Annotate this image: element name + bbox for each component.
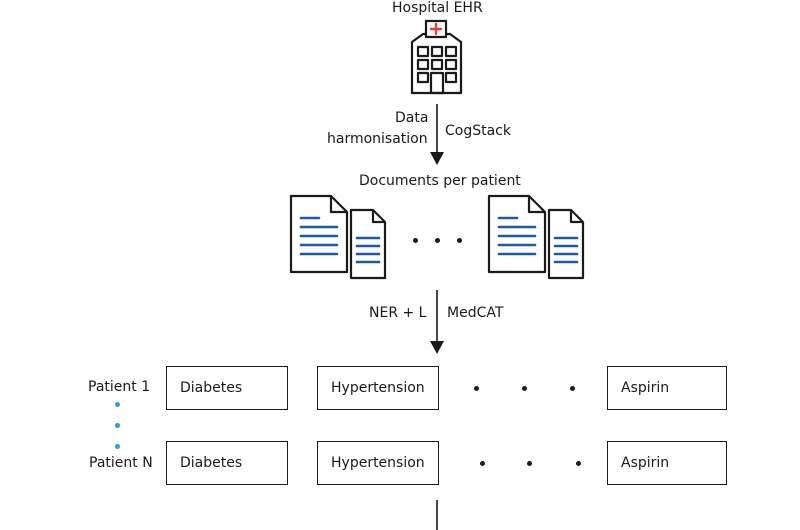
- vertical-ellipsis-dot: [115, 402, 120, 407]
- data-label: Data: [395, 110, 429, 126]
- ellipsis-dot: [576, 461, 581, 466]
- patient-label: Patient 1: [88, 379, 151, 395]
- cogstack-label: CogStack: [445, 123, 511, 139]
- ellipsis-dot: [413, 238, 418, 243]
- vertical-ellipsis-dot: [115, 444, 120, 449]
- ellipsis-dot: [435, 238, 440, 243]
- ner-l-label: NER + L: [369, 305, 427, 321]
- vertical-ellipsis-dot: [115, 423, 120, 428]
- ellipsis-dot: [457, 238, 462, 243]
- ellipsis-dot: [522, 386, 527, 391]
- ellipsis-dot: [474, 386, 479, 391]
- medcat-label: MedCAT: [447, 305, 504, 321]
- harmonisation-label: harmonisation: [327, 131, 428, 147]
- concept-box: Hypertension: [317, 441, 439, 485]
- concept-box: Diabetes: [166, 366, 288, 410]
- ellipsis-dot: [480, 461, 485, 466]
- concept-box: Diabetes: [166, 441, 288, 485]
- concept-box: Aspirin: [607, 366, 727, 410]
- ellipsis-dot: [527, 461, 532, 466]
- hospital-ehr-label: Hospital EHR: [392, 0, 483, 16]
- concept-box: Hypertension: [317, 366, 439, 410]
- concept-box: Aspirin: [607, 441, 727, 485]
- documents-per-patient-label: Documents per patient: [359, 173, 521, 189]
- ellipsis-dot: [570, 386, 575, 391]
- patient-label: Patient N: [89, 455, 153, 471]
